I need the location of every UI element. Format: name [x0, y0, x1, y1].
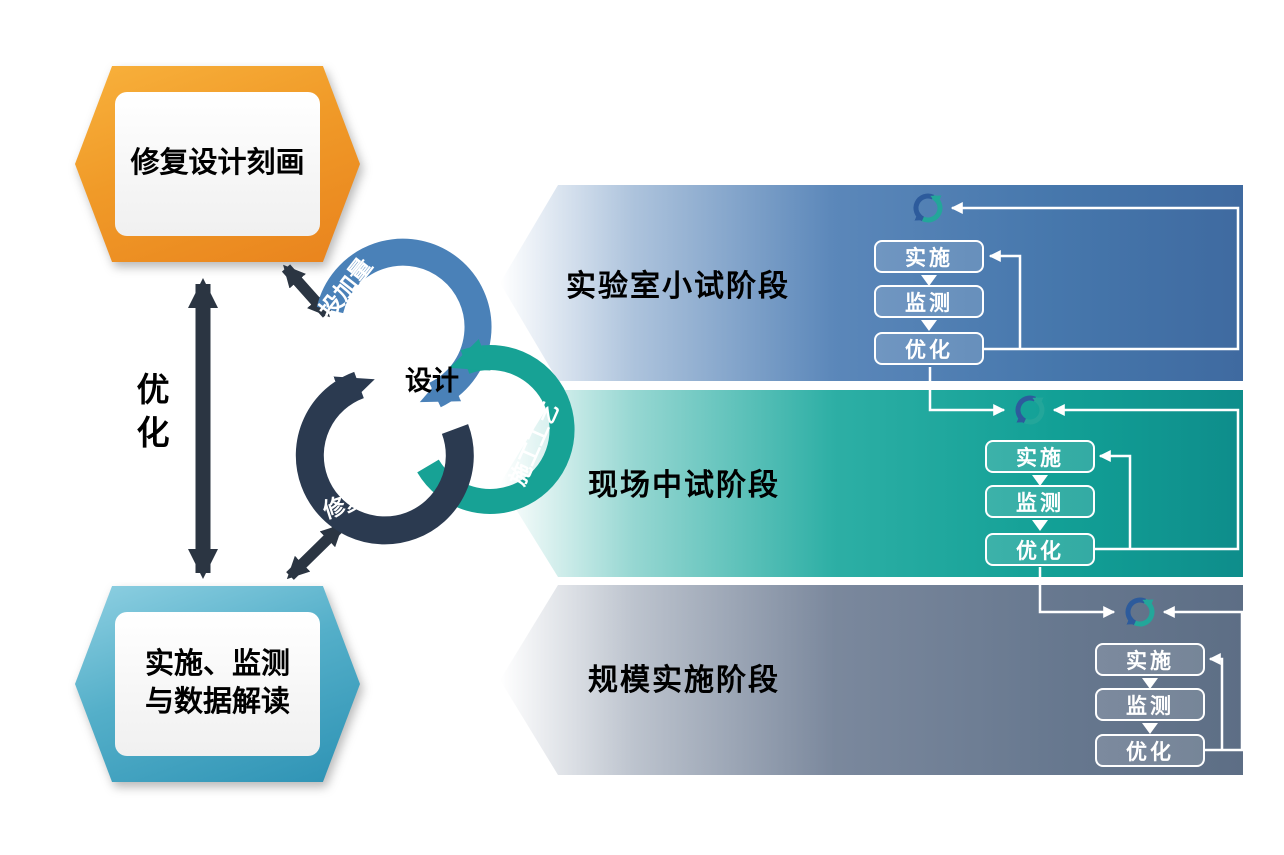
phase-title-scale: 规模实施阶段: [588, 664, 780, 697]
phase-title-lab: 实验室小试阶段: [566, 270, 790, 303]
phase-band-lab: 实验室小试阶段 实施 监测 优化: [500, 185, 1243, 381]
step-box-implement: 实施: [874, 240, 984, 273]
step-box-implement: 实施: [985, 440, 1095, 473]
diagonal-arrow-top: [281, 264, 332, 318]
step-box-implement: 实施: [1095, 643, 1205, 676]
design-characterization-box: 修复设计刻画: [75, 66, 360, 262]
impl-box-label-line1: 实施、监测: [144, 648, 290, 681]
phase-title-pilot: 现场中试阶段: [588, 469, 780, 502]
teal-hexagon: 实施、监测 与数据解读: [75, 586, 360, 782]
implementation-monitoring-box: 实施、监测 与数据解读: [75, 586, 360, 782]
step-box-optimize: 优化: [874, 332, 984, 365]
down-arrow-icon: [1142, 723, 1158, 734]
design-box-label: 修复设计刻画: [130, 147, 305, 180]
impl-box-label-line2: 与数据解读: [144, 686, 290, 718]
optimize-label: 优化: [132, 372, 169, 458]
down-arrow-icon: [1142, 678, 1158, 689]
down-arrow-icon: [921, 275, 937, 286]
phase-band-scale: 规模实施阶段 实施 监测 优化: [500, 585, 1243, 775]
step-box-monitor: 监测: [985, 485, 1095, 518]
step-box-monitor: 监测: [1095, 688, 1205, 721]
step-box-monitor: 监测: [874, 285, 984, 318]
orange-hexagon: 修复设计刻画: [75, 66, 360, 262]
diagonal-arrow-bottom: [286, 523, 344, 580]
dosage-arc: [316, 238, 492, 408]
down-arrow-icon: [921, 320, 937, 331]
step-box-optimize: 优化: [1095, 734, 1205, 767]
step-box-optimize: 优化: [985, 533, 1095, 566]
material-arc: [295, 371, 474, 545]
dosage-arc-label: 投加量: [314, 253, 377, 323]
cycle-center-label: 设计: [405, 366, 459, 396]
down-arrow-icon: [1032, 520, 1048, 531]
material-arc-label: 修复材料: [319, 472, 411, 523]
down-arrow-icon: [1032, 475, 1048, 486]
phase-band-pilot: 现场中试阶段 实施 监测 优化: [500, 390, 1243, 577]
